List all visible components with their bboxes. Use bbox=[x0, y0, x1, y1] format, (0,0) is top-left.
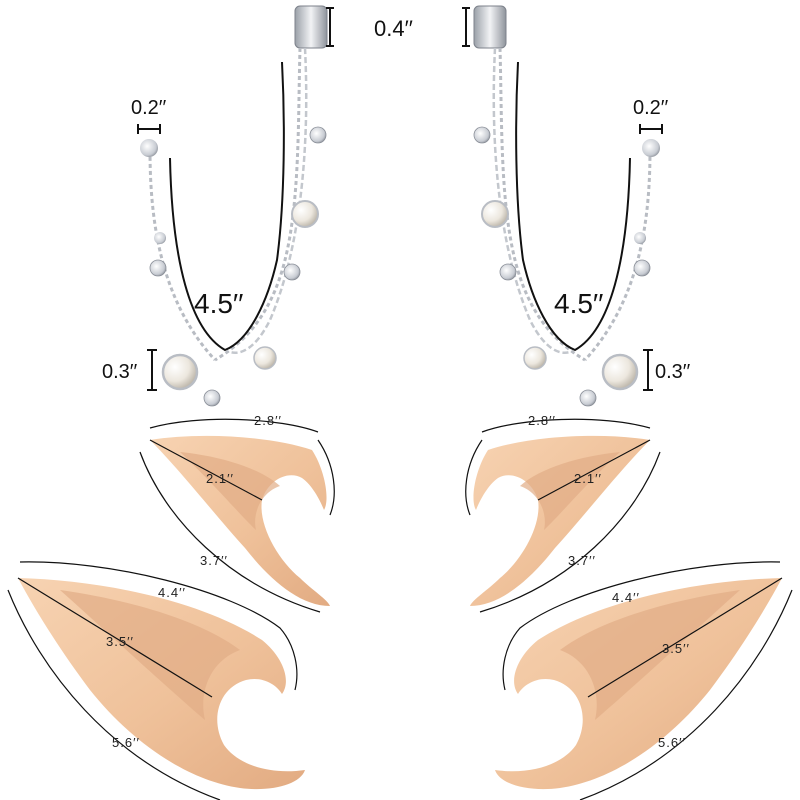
top-width-arc bbox=[502, 561, 781, 691]
outer-length-label: 5.6′′ bbox=[112, 735, 140, 750]
left-earring-measures: 0.4′′ 0.2′′ 4.5′′ 0.3′′ bbox=[102, 7, 413, 391]
stud-size-label: 0.2′′ bbox=[633, 97, 669, 119]
ear-shape bbox=[150, 435, 330, 606]
cuff-height-label: 0.4′′ bbox=[374, 16, 413, 41]
pearl-charm bbox=[481, 200, 509, 228]
top-width-arc bbox=[481, 418, 651, 433]
ear-fold bbox=[180, 452, 280, 530]
ear-cuff bbox=[294, 5, 328, 49]
ear-cuff bbox=[473, 5, 507, 49]
top-width-arc bbox=[19, 561, 298, 691]
top-width-label: 2.8′′ bbox=[528, 413, 556, 428]
crystal-charm bbox=[579, 389, 597, 407]
outer-length-arc bbox=[7, 589, 221, 800]
pearl-charm bbox=[253, 346, 277, 370]
chain-length-arc bbox=[169, 61, 285, 352]
ear-shape bbox=[18, 578, 305, 790]
crystal-charm bbox=[499, 263, 517, 281]
crystal-charm bbox=[473, 126, 491, 144]
stud-size-label: 0.2′′ bbox=[131, 97, 167, 119]
chain bbox=[214, 47, 302, 362]
pearl-charm bbox=[634, 232, 646, 244]
large-elf-ear-right: 3.5′′ bbox=[495, 577, 783, 790]
top-width-label: 4.4′′ bbox=[158, 585, 186, 600]
outer-length-label: 5.6′′ bbox=[658, 735, 686, 750]
small-elf-ear-left: 2.1′′ bbox=[149, 435, 330, 606]
chain-length-label: 4.5′′ bbox=[194, 288, 243, 319]
ear-fold bbox=[560, 590, 740, 720]
chain-length-arc bbox=[515, 61, 631, 352]
pearl-size-label: 0.3′′ bbox=[655, 361, 691, 383]
pearl-size-label: 0.3′′ bbox=[102, 361, 138, 383]
stud-size-bracket bbox=[639, 124, 663, 134]
inner-length-label: 2.1′′ bbox=[206, 471, 234, 486]
stud-ball bbox=[642, 139, 660, 157]
inner-length-label: 3.5′′ bbox=[106, 634, 134, 649]
side-arc bbox=[317, 439, 335, 516]
large-ear-right-measures: 4.4′′ 5.6′′ bbox=[502, 561, 793, 800]
inner-length-line bbox=[149, 439, 263, 501]
outer-length-arc bbox=[579, 589, 793, 800]
top-width-label: 4.4′′ bbox=[612, 590, 640, 605]
ear-shape bbox=[470, 435, 650, 606]
small-ear-left-measures: 2.8′′ 3.7′′ bbox=[139, 413, 335, 613]
chain bbox=[583, 149, 652, 362]
large-elf-ear-left: 3.5′′ bbox=[17, 577, 305, 790]
pearl-charm bbox=[161, 353, 199, 391]
cuff-height-bracket bbox=[462, 7, 470, 47]
small-ear-right-measures: 2.8′′ 3.7′′ bbox=[465, 413, 661, 613]
pearl-charm bbox=[154, 232, 166, 244]
ear-fold bbox=[60, 590, 240, 720]
large-ear-left-measures: 4.4′′ 5.6′′ bbox=[7, 561, 298, 800]
cuff-height-bracket bbox=[326, 7, 334, 47]
inner-length-line bbox=[17, 577, 213, 698]
outer-length-label: 3.7′′ bbox=[200, 553, 228, 568]
chain bbox=[148, 149, 217, 362]
pearl-charm bbox=[291, 200, 319, 228]
inner-length-line bbox=[587, 577, 783, 698]
outer-length-arc bbox=[479, 451, 661, 613]
crystal-charm bbox=[633, 259, 651, 277]
crystal-charm bbox=[203, 389, 221, 407]
inner-length-label: 2.1′′ bbox=[574, 471, 602, 486]
top-width-label: 2.8′′ bbox=[254, 413, 282, 428]
outer-length-label: 3.7′′ bbox=[568, 553, 596, 568]
right-earring-measures: 0.2′′ 4.5′′ 0.3′′ bbox=[462, 7, 691, 391]
inner-length-label: 3.5′′ bbox=[662, 641, 690, 656]
pearl-charm bbox=[523, 346, 547, 370]
inner-length-line bbox=[537, 439, 651, 501]
pearl-size-bracket bbox=[147, 349, 157, 391]
stud-ball bbox=[140, 139, 158, 157]
left-earring bbox=[140, 5, 328, 407]
crystal-charm bbox=[283, 263, 301, 281]
crystal-charm bbox=[149, 259, 167, 277]
outer-length-arc bbox=[139, 451, 321, 613]
pearl-charm bbox=[601, 353, 639, 391]
right-earring bbox=[473, 5, 660, 407]
chain-length-label: 4.5′′ bbox=[554, 288, 603, 319]
small-elf-ear-right: 2.1′′ bbox=[470, 435, 651, 606]
top-width-arc bbox=[149, 418, 319, 433]
pearl-size-bracket bbox=[643, 349, 653, 391]
stud-size-bracket bbox=[137, 124, 161, 134]
crystal-charm bbox=[309, 126, 327, 144]
ear-shape bbox=[495, 578, 782, 790]
side-arc bbox=[465, 439, 483, 516]
ear-fold bbox=[520, 452, 620, 530]
chain bbox=[498, 47, 586, 362]
